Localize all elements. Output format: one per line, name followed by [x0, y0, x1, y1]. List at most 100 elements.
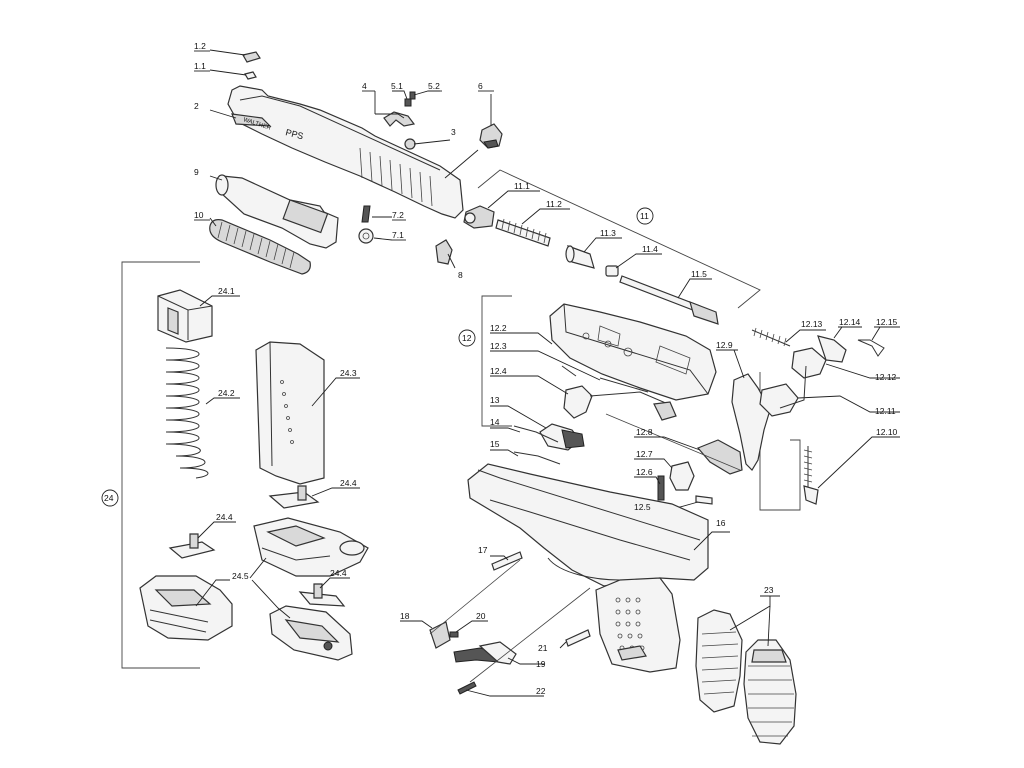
label-12-4: 12.4 — [490, 366, 507, 376]
chassis-part-12 — [549, 303, 717, 401]
label-22: 22 — [536, 686, 546, 696]
barrel-part-9 — [209, 174, 339, 249]
slide-part-8 — [435, 239, 456, 269]
magazine-part-24-4-left — [168, 521, 236, 559]
slide-part-5-2 — [409, 90, 440, 100]
firing-pin-spring-part-11-2 — [495, 208, 570, 247]
firing-pin-part-11-5 — [619, 275, 719, 325]
trigger-pin-part-12-2 — [512, 332, 577, 377]
label-24-3: 24.3 — [340, 368, 357, 378]
trigger-spring-part-12-13 — [751, 327, 826, 347]
slide-part-1-2 — [209, 49, 261, 63]
slide-part-2: WALTHER PPS — [209, 85, 464, 219]
slide-part-7-1 — [358, 228, 393, 244]
label-24: 24 — [104, 493, 114, 503]
magazine-part-24-4-top — [268, 485, 360, 509]
slide-part-6 — [479, 94, 503, 149]
callout-labels: 1.2 1.1 2 4 5.1 5.2 3 6 9 10 7.2 7.1 8 1… — [104, 41, 900, 696]
slide-part-6-to-slide-leader — [444, 149, 479, 179]
recoil-spring-part-10 — [209, 217, 311, 275]
trigger-group-12-outline — [458, 295, 801, 511]
firing-pin-part-11-3 — [565, 237, 622, 269]
slide-part-5-1 — [392, 90, 412, 107]
label-3: 3 — [451, 127, 456, 137]
trigger-part-12-14 — [817, 326, 862, 363]
assembly-guide-line — [605, 413, 741, 471]
magazine-baseplate-part-24-5-right — [269, 605, 353, 661]
label-16: 16 — [716, 518, 726, 528]
pin-part-17 — [490, 551, 523, 571]
slide-part-1-1 — [209, 69, 257, 80]
trigger-part-12-15 — [857, 326, 900, 357]
label-7-1: 7.1 — [392, 230, 404, 240]
slide-model-marking: PPS — [285, 127, 305, 141]
frame-part-16 — [467, 463, 730, 673]
label-11-2: 11.2 — [546, 199, 562, 209]
label-24-4-top: 24.4 — [340, 478, 357, 488]
firing-pin-part-11-1 — [463, 190, 540, 229]
label-24-1: 24.1 — [218, 286, 235, 296]
label-12: 12 — [462, 333, 472, 343]
pin-part-21 — [559, 629, 591, 649]
label-2: 2 — [194, 101, 199, 111]
label-12-14: 12.14 — [839, 317, 861, 327]
magazine-body-part-24-3 — [255, 341, 360, 485]
trigger-part-12-4 — [512, 375, 677, 421]
label-12-8: 12.8 — [636, 427, 653, 437]
label-10: 10 — [194, 210, 204, 220]
slide-stop-part-18 — [400, 620, 451, 649]
magazine-follower-part-24-1 — [157, 289, 240, 343]
label-1-1: 1.1 — [194, 61, 206, 71]
label-1-2: 1.2 — [194, 41, 206, 51]
slide-part-7-2 — [361, 205, 392, 223]
label-14: 14 — [490, 417, 500, 427]
label-11-3: 11.3 — [600, 228, 616, 238]
label-24-4-left: 24.4 — [216, 512, 233, 522]
magazine-group-24-bracket — [101, 261, 200, 669]
label-12-13: 12.13 — [801, 319, 823, 329]
label-15: 15 — [490, 439, 500, 449]
trigger-part-15 — [490, 449, 561, 465]
assembly-guide-line — [469, 587, 591, 683]
label-12-5: 12.5 — [634, 502, 651, 512]
label-12-3: 12.3 — [490, 341, 507, 351]
trigger-part-12-3 — [512, 350, 649, 393]
label-17: 17 — [478, 545, 488, 555]
label-24-4-right: 24.4 — [330, 568, 347, 578]
firing-pin-group-11-outline — [477, 169, 761, 309]
spring-part-20 — [449, 620, 488, 638]
label-12-10: 12.10 — [876, 427, 898, 437]
label-12-9: 12.9 — [716, 340, 733, 350]
label-11-4: 11.4 — [642, 244, 658, 254]
trigger-part-13 — [490, 405, 585, 451]
trigger-spring-part-12-6 — [634, 475, 665, 501]
label-5-2: 5.2 — [428, 81, 440, 91]
label-13: 13 — [490, 395, 500, 405]
label-12-7: 12.7 — [636, 449, 653, 459]
label-11-5: 11.5 — [691, 269, 707, 279]
label-8: 8 — [458, 270, 463, 280]
magazine-baseplate-part-24-5-upper — [253, 517, 369, 577]
label-12-15: 12.15 — [876, 317, 898, 327]
label-20: 20 — [476, 611, 486, 621]
label-6: 6 — [478, 81, 483, 91]
label-18: 18 — [400, 611, 410, 621]
pin-part-22 — [457, 681, 544, 697]
backstrap-part-23-leaders — [729, 596, 771, 647]
trigger-part-19 — [453, 641, 544, 665]
slide-part-3 — [404, 138, 451, 150]
backstrap-part-23-left — [695, 609, 743, 713]
slide-part-4 — [375, 111, 416, 127]
trigger-part-12-10 — [803, 436, 900, 505]
label-12-2: 12.2 — [490, 323, 507, 333]
callout-11-circle — [636, 207, 654, 225]
label-12-11: 12.11 — [875, 406, 896, 416]
label-11-1: 11.1 — [514, 181, 530, 191]
label-21: 21 — [538, 643, 548, 653]
magazine-part-24-4-right — [298, 577, 350, 607]
label-9: 9 — [194, 167, 199, 177]
label-19: 19 — [536, 659, 546, 669]
label-11: 11 — [640, 211, 649, 221]
magazine-part-24-5-leaders — [195, 557, 291, 619]
